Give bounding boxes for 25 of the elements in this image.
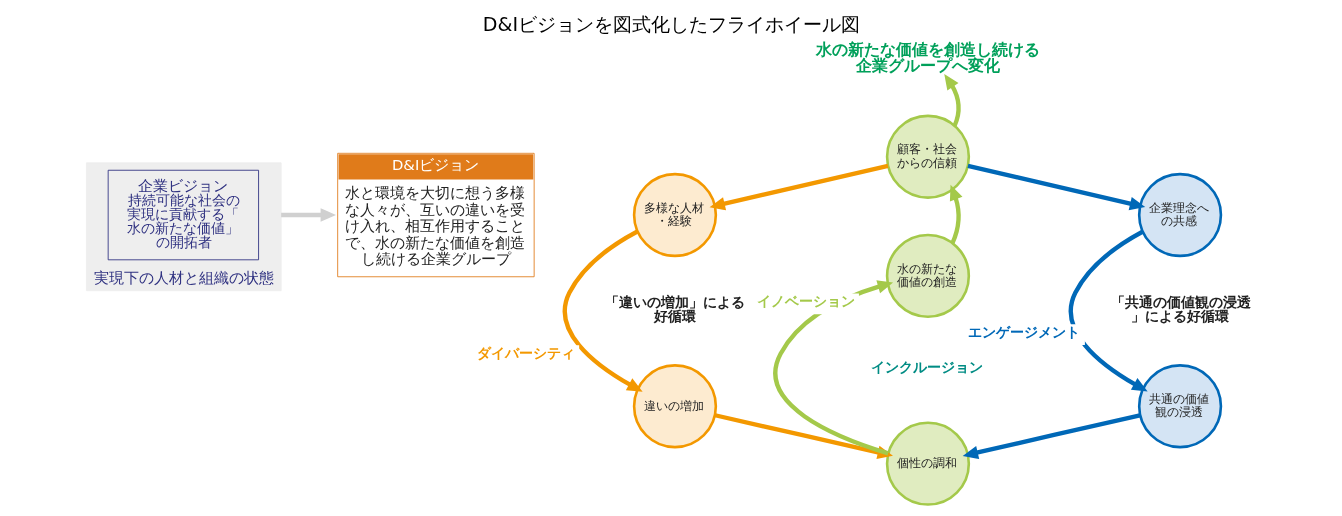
arrow (280, 207, 336, 222)
node-circle: 顧客・社会からの信頼 (885, 114, 970, 199)
edge-label: イノベーション (756, 292, 855, 309)
node-circle: 多様な人材・経験 (632, 172, 717, 257)
arrow (772, 279, 893, 455)
node-circle: 違いの増加 (632, 363, 717, 448)
arrow (966, 163, 1145, 210)
arrow (962, 412, 1140, 459)
label: 「違いの増加」による好循環 (604, 293, 745, 324)
label: インクルージョン (870, 358, 983, 375)
edge-label: ダイバーシティ (476, 344, 575, 361)
node-circle: 共通の価値観の浸透 (1137, 363, 1222, 448)
diagram-title: D&Iビジョンを図式化したフライホイール図 (482, 12, 860, 36)
node-box: 企業ビジョン 持続可能な社会の実現に貢献する「水の新たな価値」の開拓者 (107, 169, 259, 260)
arrow (943, 73, 961, 126)
arrow (949, 184, 962, 244)
arrow (1068, 229, 1148, 391)
node-circle: 水の新たな価値の創造 (885, 233, 970, 318)
edge-label: エンゲージメント (967, 323, 1080, 340)
node-circle: 個性の調和 (885, 421, 970, 506)
arrow (562, 229, 643, 392)
node-circle: 企業理念への共感 (1137, 172, 1222, 257)
node-text: 水の新たな価値を創造し続ける企業グループへ変化 (815, 39, 1040, 75)
arrow (709, 163, 888, 210)
label: 「共通の価値観の浸透」による好循環 (1110, 293, 1251, 324)
